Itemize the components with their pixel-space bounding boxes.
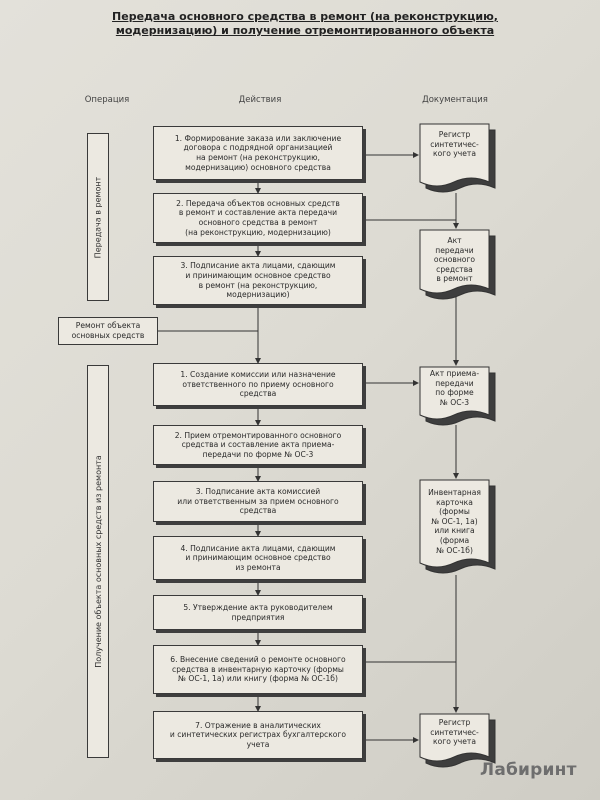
document-inventory-card: Инвентарная карточка (формы № ОС-1, 1а) … [428,488,481,555]
column-actions-header: Действия [238,95,282,105]
receipt-step-6: 6. Внесение сведений о ремонте основного… [153,645,363,694]
repair-object-operation: Ремонт объекта основных средств [58,317,158,345]
column-operation-header: Операция [84,95,130,105]
receipt-step-5: 5. Утверждение акта руководителем предпр… [153,595,363,630]
transfer-step-1: 1. Формирование заказа или заключение до… [153,126,363,180]
receipt-step-4: 4. Подписание акта лицами, сдающим и при… [153,536,363,580]
document-synthetic-register-2: Регистр синтетичес- кого учета [430,718,479,747]
receipt-step-7: 7. Отражение в аналитических и синтетиче… [153,711,363,759]
transfer-step-3: 3. Подписание акта лицами, сдающим и при… [153,256,363,305]
transfer-operation-bar: Передача в ремонт [87,133,109,301]
transfer-step-2: 2. Передача объектов основных средств в … [153,193,363,243]
column-documents-header: Документация [422,95,488,105]
watermark-logo: Лабиринт [480,760,577,780]
document-os3-act: Акт приема- передачи по форме № ОС-3 [429,369,480,407]
transfer-operation-label: Передача в ремонт [93,176,103,258]
document-transfer-act: Акт передачи основного средства в ремонт [433,236,476,284]
diagram-title: Передача основного средства в ремонт (на… [112,10,498,37]
receipt-operation-bar: Получение объекта основных средств из ре… [87,365,109,758]
receipt-step-1: 1. Создание комиссии или назначение отве… [153,363,363,406]
receipt-operation-label: Получение объекта основных средств из ре… [93,455,103,668]
receipt-step-3: 3. Подписание акта комиссией или ответст… [153,481,363,522]
receipt-step-2: 2. Прием отремонтированного основного ср… [153,425,363,465]
document-synthetic-register-1: Регистр синтетичес- кого учета [430,130,479,159]
